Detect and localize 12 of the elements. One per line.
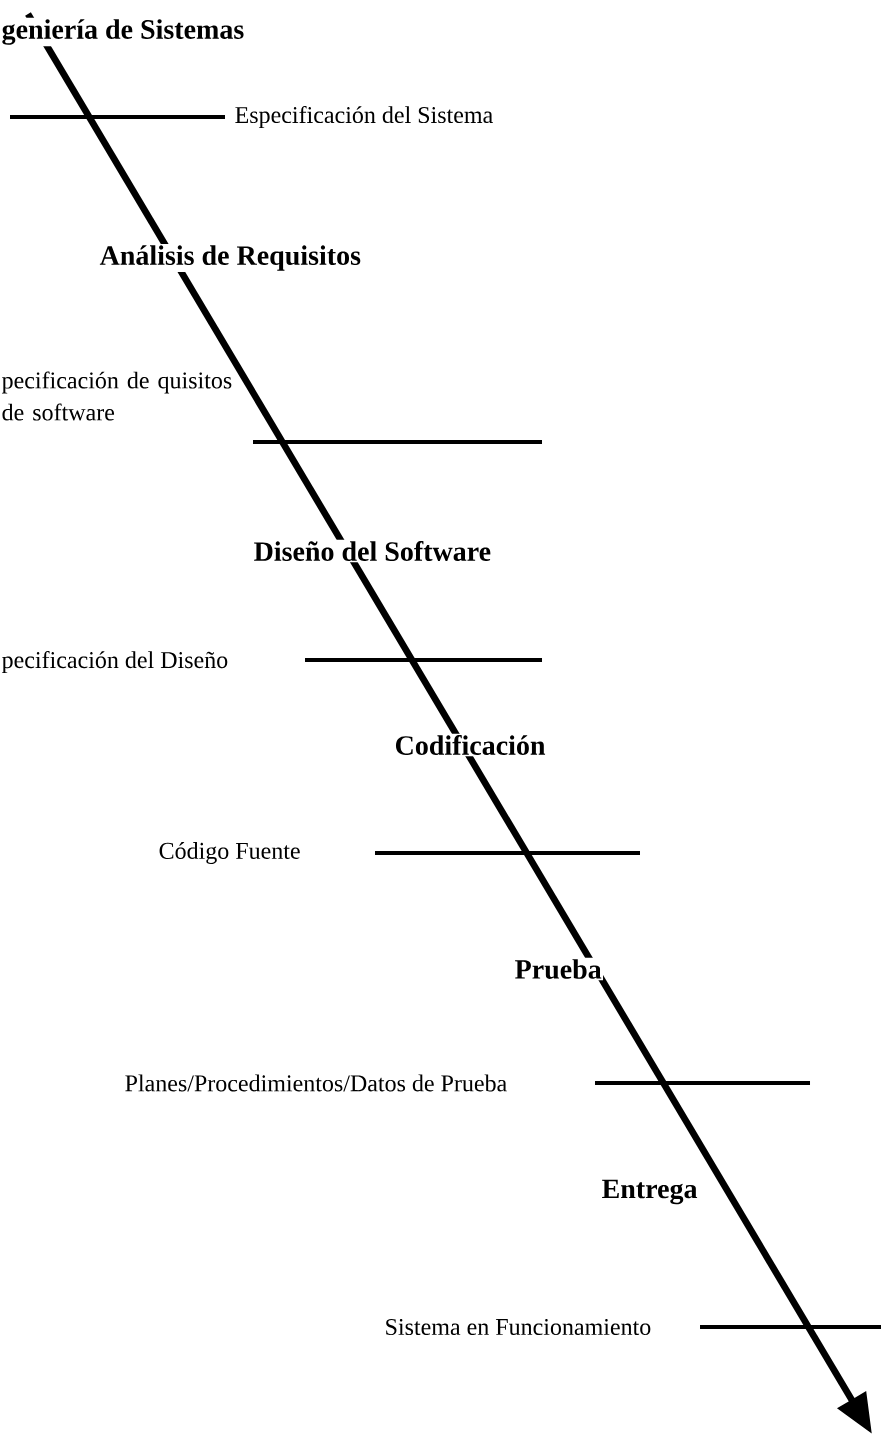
phase-heading: Codificación — [393, 733, 547, 757]
output-label: Código Fuente — [159, 842, 300, 864]
phase-heading: Prueba — [513, 957, 604, 981]
phase-heading: geniería de Sistemas — [0, 17, 246, 47]
output-label: pecificación del Diseño — [2, 651, 228, 673]
phase-heading: Diseño del Software — [252, 539, 493, 563]
output-label: Especificación del Sistema — [235, 106, 493, 128]
phase-heading: Análisis de Requisitos — [98, 243, 363, 273]
output-label: Sistema en Funcionamiento — [386, 1318, 651, 1336]
phase-heading: Entrega — [600, 1178, 699, 1206]
output-label: Planes/Procedimientos/Datos de Prueba — [125, 1074, 507, 1092]
output-label: pecificación de quisitos de software — [2, 371, 232, 421]
